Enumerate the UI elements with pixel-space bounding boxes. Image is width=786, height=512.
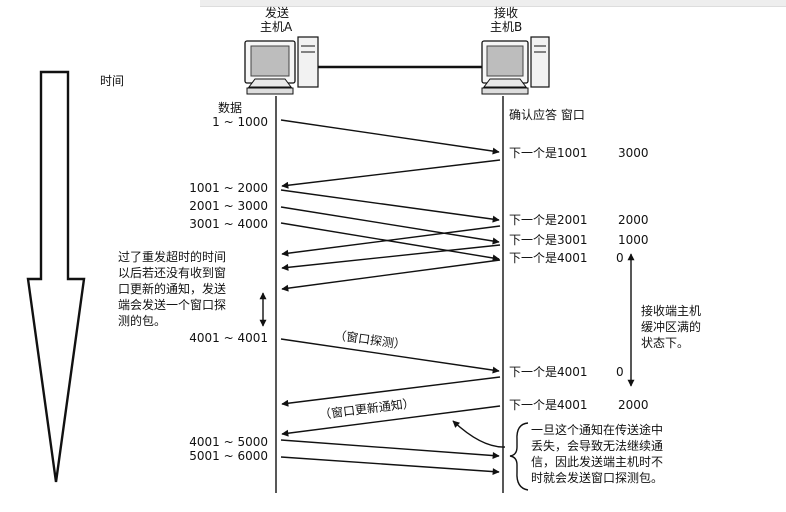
retransmit-timeout-note: 过了重发超时的时间 以后若还没有收到窗 口更新的通知，发送 端会发送一个窗口探 … bbox=[118, 250, 227, 328]
receiver-ack-next: 下一个是3001 bbox=[509, 233, 588, 247]
receiver-host-label-line2: 主机B bbox=[490, 20, 523, 34]
receiver-ack-next: 下一个是4001 bbox=[509, 398, 588, 412]
receiver-ack-window: 1000 bbox=[618, 233, 649, 247]
sender-segment-label: 1001 ~ 2000 bbox=[189, 181, 268, 195]
sender-host-label-line1: 发送 bbox=[265, 6, 290, 20]
sender-segment-label: 5001 ~ 6000 bbox=[189, 449, 268, 463]
ack-arrow-5 bbox=[281, 376, 501, 407]
time-arrow bbox=[26, 70, 86, 483]
ack-arrow-1 bbox=[281, 159, 501, 189]
time-label: 时间 bbox=[100, 74, 125, 88]
window-update-arrow bbox=[281, 405, 501, 437]
sender-host-label-line2: 主机A bbox=[260, 20, 293, 34]
segment-arrow-1 bbox=[280, 119, 500, 155]
sender-segment-label: 1 ~ 1000 bbox=[212, 115, 268, 129]
receiver-host-label-line1: 接收 bbox=[494, 6, 519, 20]
loss-note-bracket bbox=[509, 422, 529, 491]
receiver-ack-next: 下一个是4001 bbox=[509, 251, 588, 265]
receiver-ack-window: 3000 bbox=[618, 146, 649, 160]
lost-update-note: 一旦这个通知在传送途中 丢失，会导致无法继续通 信，因此发送端主机时不 时就会发… bbox=[531, 423, 664, 485]
probe-arrow bbox=[280, 338, 500, 374]
loss-pointer-arrow bbox=[452, 420, 506, 448]
receiver-ack-window: 0 bbox=[616, 365, 624, 379]
receiver-ack-next: 下一个是4001 bbox=[509, 365, 588, 379]
receiver-ack-next: 下一个是1001 bbox=[509, 146, 588, 160]
segment-arrow-2 bbox=[280, 189, 500, 223]
sender-segment-label: 2001 ~ 3000 bbox=[189, 199, 268, 213]
ack-window-column-header: 确认应答 窗口 bbox=[509, 108, 585, 122]
segment-arrow-5 bbox=[280, 439, 500, 460]
segment-arrow-3 bbox=[280, 206, 500, 245]
receiver-ack-window: 2000 bbox=[618, 398, 649, 412]
sender-host-computer-icon bbox=[243, 34, 321, 96]
segment-arrow-4 bbox=[280, 222, 500, 262]
segment-arrow-6 bbox=[280, 456, 500, 476]
sender-segment-label: 4001 ~ 4001 bbox=[189, 331, 268, 345]
sender-segment-label: 3001 ~ 4000 bbox=[189, 217, 268, 231]
sender-segment-label: 4001 ~ 5000 bbox=[189, 435, 268, 449]
ack-arrow-2 bbox=[281, 225, 501, 257]
receiver-ack-window: 0 bbox=[616, 251, 624, 265]
receiver-host-computer-icon bbox=[478, 34, 556, 96]
ack-arrow-4 bbox=[281, 259, 501, 292]
buffer-full-note: 接收端主机 缓冲区满的 状态下。 bbox=[641, 304, 702, 350]
data-column-header: 数据 bbox=[218, 101, 243, 115]
window-top-strip bbox=[200, 0, 786, 7]
receiver-ack-next: 下一个是2001 bbox=[509, 213, 588, 227]
ack-arrow-3 bbox=[281, 244, 501, 271]
receiver-ack-window: 2000 bbox=[618, 213, 649, 227]
